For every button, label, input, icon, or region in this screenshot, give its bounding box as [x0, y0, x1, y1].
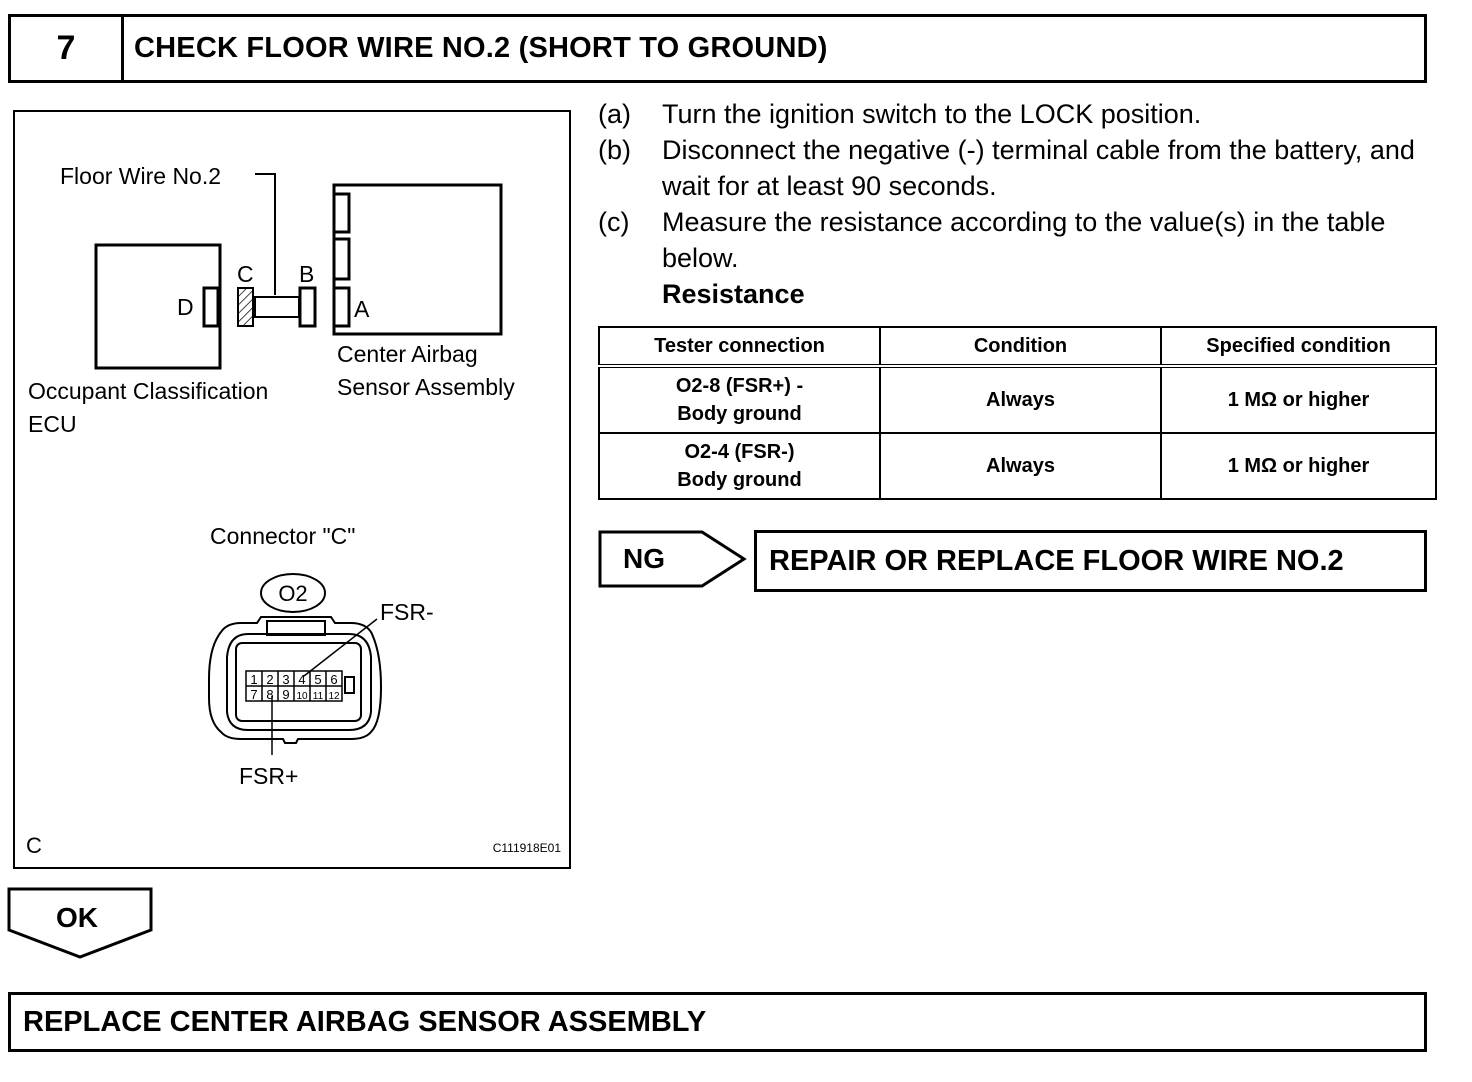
instruction-step: (c) Measure the resistance according to …: [598, 204, 1438, 276]
pin-label: 6: [330, 672, 337, 687]
ng-arrow: NG: [598, 530, 747, 588]
airbag-connector-2: [332, 237, 351, 281]
step-marker: (a): [598, 99, 631, 129]
fsr-plus-label: FSR+: [239, 763, 298, 789]
condition-cell: Always: [879, 365, 1162, 434]
connector-code: O2: [278, 581, 307, 606]
ng-result-box: REPAIR OR REPLACE FLOOR WIRE NO.2: [754, 530, 1427, 592]
fsr-minus-leader: [303, 618, 378, 677]
specified-condition-cell: 1 MΩ or higher: [1160, 432, 1437, 500]
pin-label: 10: [296, 691, 308, 702]
column-header: Tester connection: [598, 326, 881, 367]
step-header: 7 CHECK FLOOR WIRE NO.2 (SHORT TO GROUND…: [8, 14, 1427, 83]
connector-title: Connector "C": [210, 523, 355, 549]
airbag-connector-1: [332, 192, 351, 234]
connection-line: Body ground: [677, 403, 802, 425]
tester-connection-cell: O2-8 (FSR+) - Body ground: [598, 365, 881, 434]
connector-d: [202, 286, 220, 328]
specified-condition-cell: 1 MΩ or higher: [1160, 365, 1437, 434]
connector-a: [332, 286, 351, 328]
ok-result-box: REPLACE CENTER AIRBAG SENSOR ASSEMBLY: [8, 992, 1427, 1052]
ok-result-text: REPLACE CENTER AIRBAG SENSOR ASSEMBLY: [23, 1005, 707, 1038]
column-header: Condition: [879, 326, 1162, 367]
pin-label: 1: [250, 672, 257, 687]
ok-label: OK: [56, 902, 98, 933]
instruction-step: (a) Turn the ignition switch to the LOCK…: [598, 96, 1438, 132]
step-text: Disconnect the negative (-) terminal cab…: [662, 135, 1415, 201]
ng-label: NG: [623, 543, 665, 574]
airbag-label-line2: Sensor Assembly: [337, 374, 515, 400]
connector-d-label: D: [177, 294, 194, 320]
ecu-label-line1: Occupant Classification: [28, 378, 268, 404]
instruction-step: (b) Disconnect the negative (-) terminal…: [598, 132, 1438, 204]
resistance-table: Tester connection Condition Specified co…: [598, 326, 1437, 500]
connector-b: [298, 286, 317, 328]
wiring-diagram: Floor Wire No.2 D C B A Center Airbag Se…: [26, 163, 562, 858]
connector-latch: [266, 620, 326, 636]
instructions: (a) Turn the ignition switch to the LOCK…: [598, 96, 1438, 312]
step-marker: (c): [598, 207, 630, 237]
wiring-illustration: Floor Wire No.2 D C B A Center Airbag Se…: [13, 110, 571, 869]
pin-label: 11: [313, 691, 324, 702]
pin-label: 12: [328, 691, 340, 702]
connector-a-label: A: [354, 296, 370, 322]
connector-inner-wall: [226, 633, 372, 731]
resistance-heading: Resistance: [662, 279, 805, 309]
table-header-row: Tester connection Condition Specified co…: [598, 326, 1437, 367]
ok-arrow: OK: [7, 887, 153, 959]
pin-grid: 1 2 3 4 5 6 7 8 9 10 11 12: [245, 670, 343, 702]
step-title: CHECK FLOOR WIRE NO.2 (SHORT TO GROUND): [134, 32, 828, 64]
pin-label: 8: [266, 687, 273, 702]
ng-result-text: REPAIR OR REPLACE FLOOR WIRE NO.2: [769, 544, 1344, 577]
corner-letter: C: [26, 833, 42, 858]
connection-line: O2-4 (FSR-): [684, 441, 795, 463]
pin-label: 9: [282, 687, 289, 702]
condition-cell: Always: [879, 432, 1162, 500]
figure-id: C111918E01: [493, 841, 562, 855]
connector-c: [237, 287, 254, 327]
step-text: Measure the resistance according to the …: [662, 207, 1386, 273]
pin-label: 5: [314, 672, 321, 687]
connector-face: [235, 642, 362, 722]
floor-wire-harness: [254, 296, 300, 318]
connector-code-oval: [260, 573, 326, 613]
pin-label: 2: [266, 672, 273, 687]
connector-housing: [208, 616, 383, 744]
table-row: O2-4 (FSR-) Body ground Always 1 MΩ or h…: [598, 432, 1437, 500]
ecu-box: [94, 243, 222, 370]
connector-key: [344, 676, 355, 694]
connector-c-label: C: [237, 261, 254, 287]
pin-label: 4: [298, 672, 305, 687]
connection-line: Body ground: [677, 469, 802, 491]
step-number: 7: [11, 17, 124, 80]
step-text: Turn the ignition switch to the LOCK pos…: [662, 99, 1202, 129]
connector-b-label: B: [299, 261, 314, 287]
floor-wire-leader: [255, 173, 276, 295]
fsr-minus-label: FSR-: [380, 599, 434, 625]
connection-line: O2-8 (FSR+) -: [675, 375, 804, 397]
pin-label: 3: [282, 672, 289, 687]
step-marker: (b): [598, 135, 631, 165]
table-row: O2-8 (FSR+) - Body ground Always 1 MΩ or…: [598, 365, 1437, 434]
floor-wire-label: Floor Wire No.2: [60, 163, 221, 189]
tester-connection-cell: O2-4 (FSR-) Body ground: [598, 432, 881, 500]
pin-label: 7: [250, 687, 257, 702]
ecu-label-line2: ECU: [28, 411, 77, 437]
airbag-label-line1: Center Airbag: [337, 341, 478, 367]
column-header: Specified condition: [1160, 326, 1437, 367]
